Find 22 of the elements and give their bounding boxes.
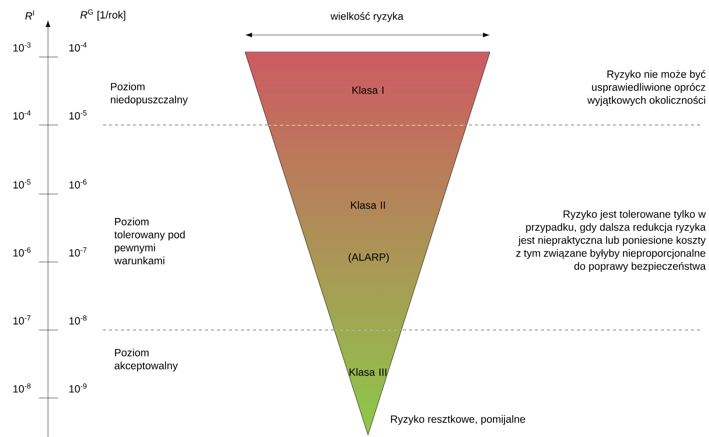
tick-label: 10$^{-6}$ [13,247,31,257]
tick-label: 10$^{-6}$ [69,179,87,189]
risk-band: Klasa II (ALARP) [268,124,467,330]
axis-label: R$^{I}$ [25,10,34,20]
tick-label: 10$^{-5}$ [13,179,31,189]
zone-label: Poziom akceptowalny [114,348,178,372]
description-text: Ryzyko jest tolerowane tylko w przypadku, gdy dalsza redukcja ryzyka jest niepraktyczna lub poniesione koszty z tym związane byłyby nieproporcjonalne do poprawy bezpieczeństwa [516,210,706,272]
tick-label: 10$^{-7}$ [13,315,30,325]
tick-label: 10$^{-7}$ [69,247,86,257]
tick-label: 10$^{-8}$ [69,315,87,325]
axis-label: R$^{G}$ [1/rok] [80,9,126,21]
tick-label: 10$^{-8}$ [13,383,31,393]
tick-label: 10$^{-4}$ [13,110,31,120]
tick-label: 10$^{-3}$ [13,42,31,52]
dimension-label: wielkość ryzyka [330,12,404,22]
risk-band: Klasa I [244,52,490,126]
tick-label: 10$^{-9}$ [69,383,87,393]
description-text: Ryzyko nie może być usprawiedliwione oprócz wyjątkowych okoliczności [587,70,706,106]
zone-label: Poziom tolerowany pod pewnymi warunkami [114,218,185,264]
zone-label: Poziom niedopuszczalny [110,82,188,106]
tick-label: 10$^{-5}$ [69,110,87,120]
tick-label: 10$^{-4}$ [69,42,87,52]
